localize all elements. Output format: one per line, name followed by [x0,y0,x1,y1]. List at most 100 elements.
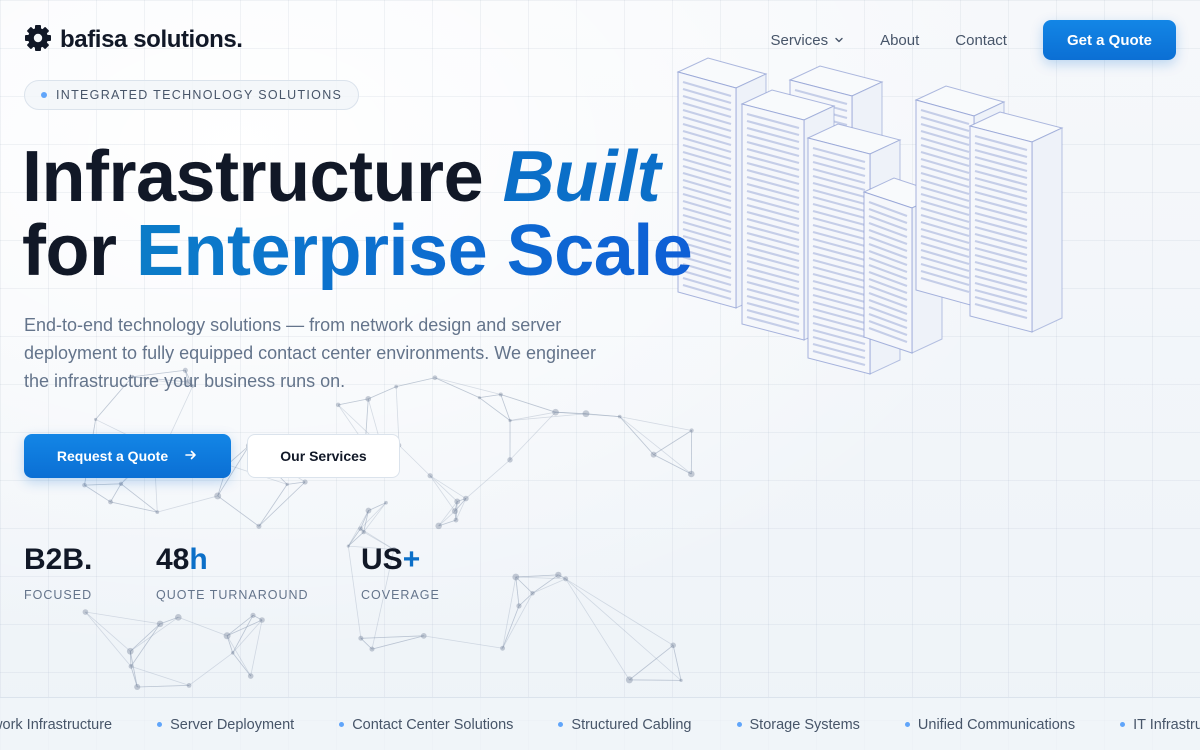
network-link [585,413,620,417]
rack-slot [920,143,970,161]
rack-slot [812,335,866,353]
network-link [184,370,194,387]
rack-slot [920,255,970,273]
rack-slot [920,248,970,266]
rack-slot [920,241,970,259]
ticker-item-label: twork Infrastructure [0,716,113,733]
rack-slot [812,307,866,325]
ticker-item: Unified Communications [860,717,1075,733]
dot-icon [904,722,910,727]
rack-slot [812,167,866,185]
network-link [348,545,394,550]
network-link [338,398,369,406]
rack-slot [974,190,1028,208]
network-link [130,616,179,652]
headline-line-1: Infrastructure Built [22,140,692,214]
network-link [455,501,458,521]
network-node [498,392,503,397]
network-node [477,396,481,400]
network-node [256,523,262,529]
rack-slot [682,283,732,301]
ticker-item: Contact Center Solutions [294,717,513,733]
rack-slot [746,294,800,312]
network-link [518,592,533,607]
network-graphic [82,367,695,691]
rack-slot [974,232,1028,250]
rack-slot [920,178,970,196]
rack-slot [682,150,732,168]
rack-slot [682,220,732,238]
dot-icon [558,722,564,727]
rack-slot [974,169,1028,187]
network-node [134,683,141,691]
network-link [653,454,692,475]
network-link [371,635,424,650]
network-link [438,519,457,527]
stat-b2b: B2B. FOCUSED [24,544,92,603]
network-link [438,519,457,527]
network-link [454,511,457,521]
services-ticker: twork Infrastructure Server Deployment Con… [0,697,1200,750]
network-node [670,642,676,649]
network-link [252,614,263,621]
stat-value-text: 48 [156,543,190,576]
brand-logo[interactable]: bafisa solutions. [24,24,243,57]
rack-slot [746,231,800,249]
rack-slot [812,342,866,360]
network-node [361,529,366,535]
rack-slot [920,185,970,203]
rack-slot [746,140,800,158]
rack-slot [746,154,800,172]
our-services-button[interactable]: Our Services [247,434,400,478]
network-link [619,416,654,455]
rack-slot [868,235,908,253]
network-node [420,632,427,639]
network-link [515,574,559,578]
network-link [360,635,424,639]
network-link [371,549,395,650]
rack-slot [974,267,1028,285]
network-link [130,623,161,667]
network-link [226,635,252,677]
network-link [479,397,511,421]
rack-slot [746,126,800,144]
network-link [338,398,369,406]
headline-text: Infrastructure [22,137,503,217]
network-link [438,501,458,527]
network-link [672,645,682,681]
network-link [226,619,263,637]
network-link [217,445,250,497]
rack-slot [812,258,866,276]
ticker-item-label: Contact Center Solutions [352,716,514,733]
network-link [629,645,674,681]
stat-value: 48h [156,544,309,576]
rack-slot [868,207,908,225]
network-link [129,651,138,688]
rack-slot [974,134,1028,152]
stat-label: QUOTE TURNAROUND [156,588,309,602]
nav-item-contact[interactable]: Contact [955,32,1007,49]
nav-item-services[interactable]: Services [771,32,845,49]
rack-slot [974,281,1028,299]
request-a-quote-button[interactable]: Request a Quote [24,434,231,478]
ticker-item-label: Server Deployment [170,716,295,733]
rack-slot [746,280,800,298]
network-node [689,428,694,433]
network-link [395,386,400,446]
network-link [360,528,364,533]
get-a-quote-button[interactable]: Get a Quote [1042,20,1176,60]
network-node [94,417,98,422]
network-node [250,612,256,618]
network-link [187,381,194,387]
rack-slot [812,279,866,297]
rack-slot [682,80,732,98]
network-node [285,482,289,487]
rack-slot [812,202,866,220]
button-label: Request a Quote [56,448,169,464]
network-link [558,574,566,580]
network-link [479,397,511,421]
rack-slot [974,218,1028,236]
network-link [434,377,501,395]
nav-item-about[interactable]: About [880,32,919,49]
rack-slot [812,209,866,227]
